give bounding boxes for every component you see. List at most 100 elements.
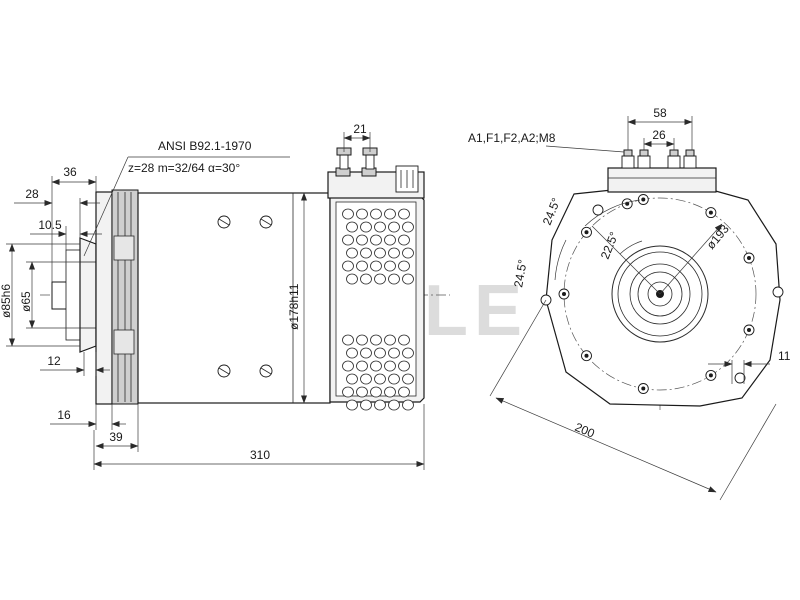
- vent-hole: [342, 334, 354, 346]
- dim-21: 21: [343, 122, 371, 152]
- dim-26: 26: [643, 128, 675, 150]
- terminal-label: A1,F1,F2,A2;M8: [468, 131, 625, 153]
- vent-hole: [384, 386, 396, 398]
- vent-hole: [388, 273, 400, 285]
- vent-hole: [398, 234, 410, 246]
- front-view: A1,F1,F2,A2;M8 58 26 24.5° 22.5°: [468, 106, 791, 501]
- vent-hole: [374, 373, 386, 385]
- vent-hole: [356, 360, 368, 372]
- vent-hole: [370, 360, 382, 372]
- vent-hole: [346, 347, 358, 359]
- vent-hole: [360, 373, 372, 385]
- svg-text:ø85h6: ø85h6: [0, 284, 13, 318]
- vent-hole: [402, 221, 414, 233]
- svg-text:39: 39: [109, 430, 123, 444]
- dim-10-5: 10.5: [30, 218, 102, 250]
- vent-hole: [384, 334, 396, 346]
- svg-text:16: 16: [57, 408, 71, 422]
- end-bolt-center: [747, 328, 751, 332]
- front-terminal-box: [607, 149, 717, 193]
- motor-housing: [137, 192, 331, 404]
- terminal-box: [327, 147, 425, 199]
- svg-text:ø65: ø65: [19, 291, 33, 312]
- vent-hole: [360, 247, 372, 259]
- svg-text:36: 36: [63, 165, 77, 179]
- end-bell: [111, 189, 139, 405]
- svg-text:21: 21: [353, 122, 367, 136]
- end-bolt-center: [584, 230, 589, 235]
- dim-dia-65: ø65: [19, 261, 80, 329]
- vent-hole: [384, 208, 396, 220]
- svg-text:310: 310: [250, 448, 270, 462]
- vent-hole: [374, 221, 386, 233]
- angle-24-5-left: 24.5°: [511, 239, 567, 289]
- vent-hole: [370, 208, 382, 220]
- vent-hole: [388, 399, 400, 411]
- vent-hole: [356, 386, 368, 398]
- vent-hole: [370, 234, 382, 246]
- vent-hole: [388, 347, 400, 359]
- dim-11: 11: [708, 349, 791, 384]
- vent-holes-top: [342, 208, 414, 285]
- vent-hole: [384, 360, 396, 372]
- vent-hole: [398, 334, 410, 346]
- svg-text:10.5: 10.5: [38, 218, 62, 232]
- svg-text:12: 12: [47, 354, 61, 368]
- end-bolts: [540, 194, 784, 394]
- svg-text:z=28 m=32/64 α=30°: z=28 m=32/64 α=30°: [128, 161, 240, 175]
- vent-hole: [398, 208, 410, 220]
- svg-text:26: 26: [652, 128, 666, 142]
- vent-hole: [374, 399, 386, 411]
- end-bolt-center: [584, 353, 589, 358]
- vent-hole: [360, 399, 372, 411]
- dim-58: 58: [627, 106, 693, 150]
- end-bolt-center: [708, 373, 713, 378]
- vent-hole: [388, 247, 400, 259]
- vent-hole: [342, 208, 354, 220]
- vent-hole: [346, 373, 358, 385]
- vent-hole: [374, 273, 386, 285]
- vent-hole: [342, 260, 354, 272]
- vent-hole: [402, 399, 414, 411]
- vent-hole: [374, 247, 386, 259]
- dim-dia-178h11: ø178h11: [287, 192, 307, 404]
- vent-hole: [342, 386, 354, 398]
- end-bolt-center: [747, 256, 751, 260]
- dim-dia-85h6: ø85h6: [0, 243, 80, 347]
- vent-hole: [402, 247, 414, 259]
- vent-hole: [346, 221, 358, 233]
- spline-spec: ANSI B92.1-1970 z=28 m=32/64 α=30°: [83, 139, 290, 257]
- dim-39: 39: [95, 404, 139, 452]
- vent-hole: [384, 234, 396, 246]
- dim-310: 310: [93, 404, 425, 470]
- svg-text:24.5°: 24.5°: [511, 258, 530, 288]
- mounting-hole: [734, 372, 746, 384]
- end-bolt-center: [641, 386, 646, 391]
- vent-hole: [356, 208, 368, 220]
- vent-hole: [398, 360, 410, 372]
- end-bolt-center: [641, 197, 646, 202]
- output-shaft: [51, 237, 97, 353]
- vent-hole: [346, 399, 358, 411]
- vent-hole: [360, 273, 372, 285]
- vent-hole: [342, 360, 354, 372]
- vent-hole: [388, 221, 400, 233]
- vent-hole: [370, 386, 382, 398]
- svg-text:11: 11: [778, 349, 791, 363]
- svg-text:28: 28: [25, 187, 39, 201]
- vent-hole: [402, 373, 414, 385]
- vent-hole: [370, 334, 382, 346]
- dim-16: 16: [50, 404, 126, 430]
- dim-36: 36: [51, 165, 97, 282]
- vent-hole: [374, 347, 386, 359]
- dim-12: 12: [40, 352, 110, 376]
- vent-hole: [398, 386, 410, 398]
- mounting-hole: [772, 286, 784, 298]
- vent-hole: [370, 260, 382, 272]
- side-view: 21 ANSI B92.1-1970 z=28 m=32/64 α=30° 36…: [0, 122, 450, 470]
- housing-bolts: [217, 215, 273, 378]
- vent-hole: [398, 260, 410, 272]
- vent-hole: [356, 334, 368, 346]
- svg-text:58: 58: [653, 106, 667, 120]
